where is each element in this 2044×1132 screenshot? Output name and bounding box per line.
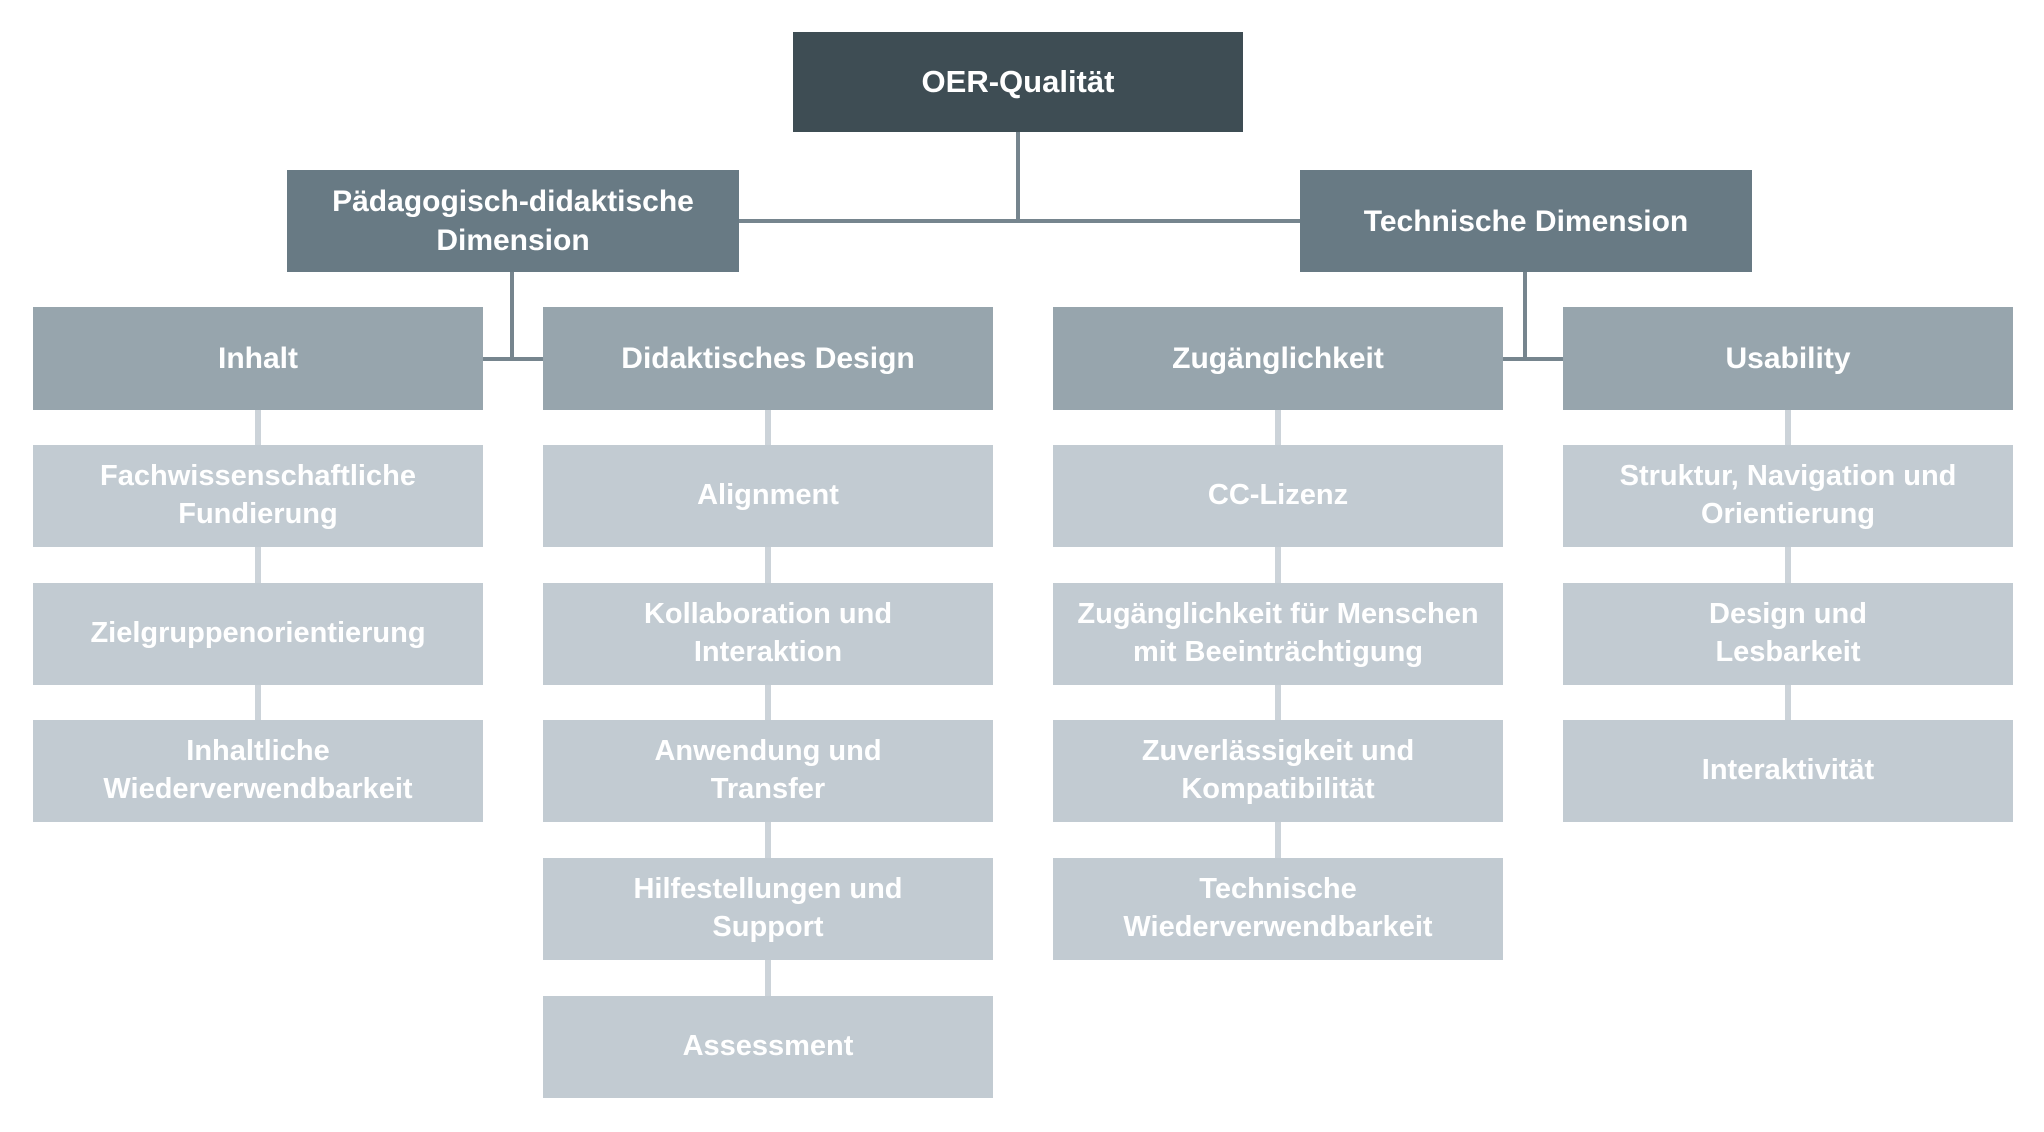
node-zielgruppenorientierung: Zielgruppenorientierung bbox=[33, 583, 483, 685]
connector-paedagogisch-vertical bbox=[510, 272, 514, 360]
connector-didaktik-3 bbox=[765, 685, 771, 720]
connector-usability-1 bbox=[1785, 410, 1791, 445]
node-fachwissenschaftliche-fundierung: Fachwissenschaftliche Fundierung bbox=[33, 445, 483, 547]
connector-technisch-horizontal bbox=[1503, 357, 1563, 361]
connector-didaktik-2 bbox=[765, 547, 771, 583]
node-zugaenglichkeit: Zugänglichkeit bbox=[1053, 307, 1503, 410]
node-cc-lizenz: CC-Lizenz bbox=[1053, 445, 1503, 547]
node-paedagogisch-didaktische-dimension: Pädagogisch-didaktische Dimension bbox=[287, 170, 739, 272]
connector-zugaenglichkeit-4 bbox=[1275, 822, 1281, 858]
node-technische-wiederverwendbarkeit: Technische Wiederverwendbarkeit bbox=[1053, 858, 1503, 960]
node-oer-qualitaet: OER-Qualität bbox=[793, 32, 1243, 132]
connector-root-horizontal bbox=[738, 219, 1300, 223]
node-design-und-lesbarkeit: Design und Lesbarkeit bbox=[1563, 583, 2013, 685]
node-interaktivitaet: Interaktivität bbox=[1563, 720, 2013, 822]
connector-inhalt-3 bbox=[255, 685, 261, 720]
node-inhaltliche-wiederverwendbarkeit: Inhaltliche Wiederverwendbarkeit bbox=[33, 720, 483, 822]
connector-paedagogisch-horizontal bbox=[483, 357, 543, 361]
connector-inhalt-1 bbox=[255, 410, 261, 445]
connector-usability-2 bbox=[1785, 547, 1791, 583]
connector-didaktik-4 bbox=[765, 822, 771, 858]
node-inhalt: Inhalt bbox=[33, 307, 483, 410]
connector-didaktik-1 bbox=[765, 410, 771, 445]
connector-didaktik-5 bbox=[765, 960, 771, 996]
connector-usability-3 bbox=[1785, 685, 1791, 720]
connector-zugaenglichkeit-3 bbox=[1275, 685, 1281, 720]
node-anwendung-und-transfer: Anwendung und Transfer bbox=[543, 720, 993, 822]
connector-inhalt-2 bbox=[255, 547, 261, 583]
node-technische-dimension: Technische Dimension bbox=[1300, 170, 1752, 272]
node-zuverlaessigkeit-und-kompatibilitaet: Zuverlässigkeit und Kompatibilität bbox=[1053, 720, 1503, 822]
node-usability: Usability bbox=[1563, 307, 2013, 410]
node-hilfestellungen-und-support: Hilfestellungen und Support bbox=[543, 858, 993, 960]
connector-technisch-vertical bbox=[1523, 272, 1527, 360]
connector-root-vertical bbox=[1016, 132, 1020, 222]
node-struktur-navigation-orientierung: Struktur, Navigation und Orientierung bbox=[1563, 445, 2013, 547]
node-assessment: Assessment bbox=[543, 996, 993, 1098]
connector-zugaenglichkeit-2 bbox=[1275, 547, 1281, 583]
connector-zugaenglichkeit-1 bbox=[1275, 410, 1281, 445]
node-alignment: Alignment bbox=[543, 445, 993, 547]
node-zugaenglichkeit-fuer-menschen: Zugänglichkeit für Menschen mit Beeinträ… bbox=[1053, 583, 1503, 685]
node-kollaboration-und-interaktion: Kollaboration und Interaktion bbox=[543, 583, 993, 685]
node-didaktisches-design: Didaktisches Design bbox=[543, 307, 993, 410]
